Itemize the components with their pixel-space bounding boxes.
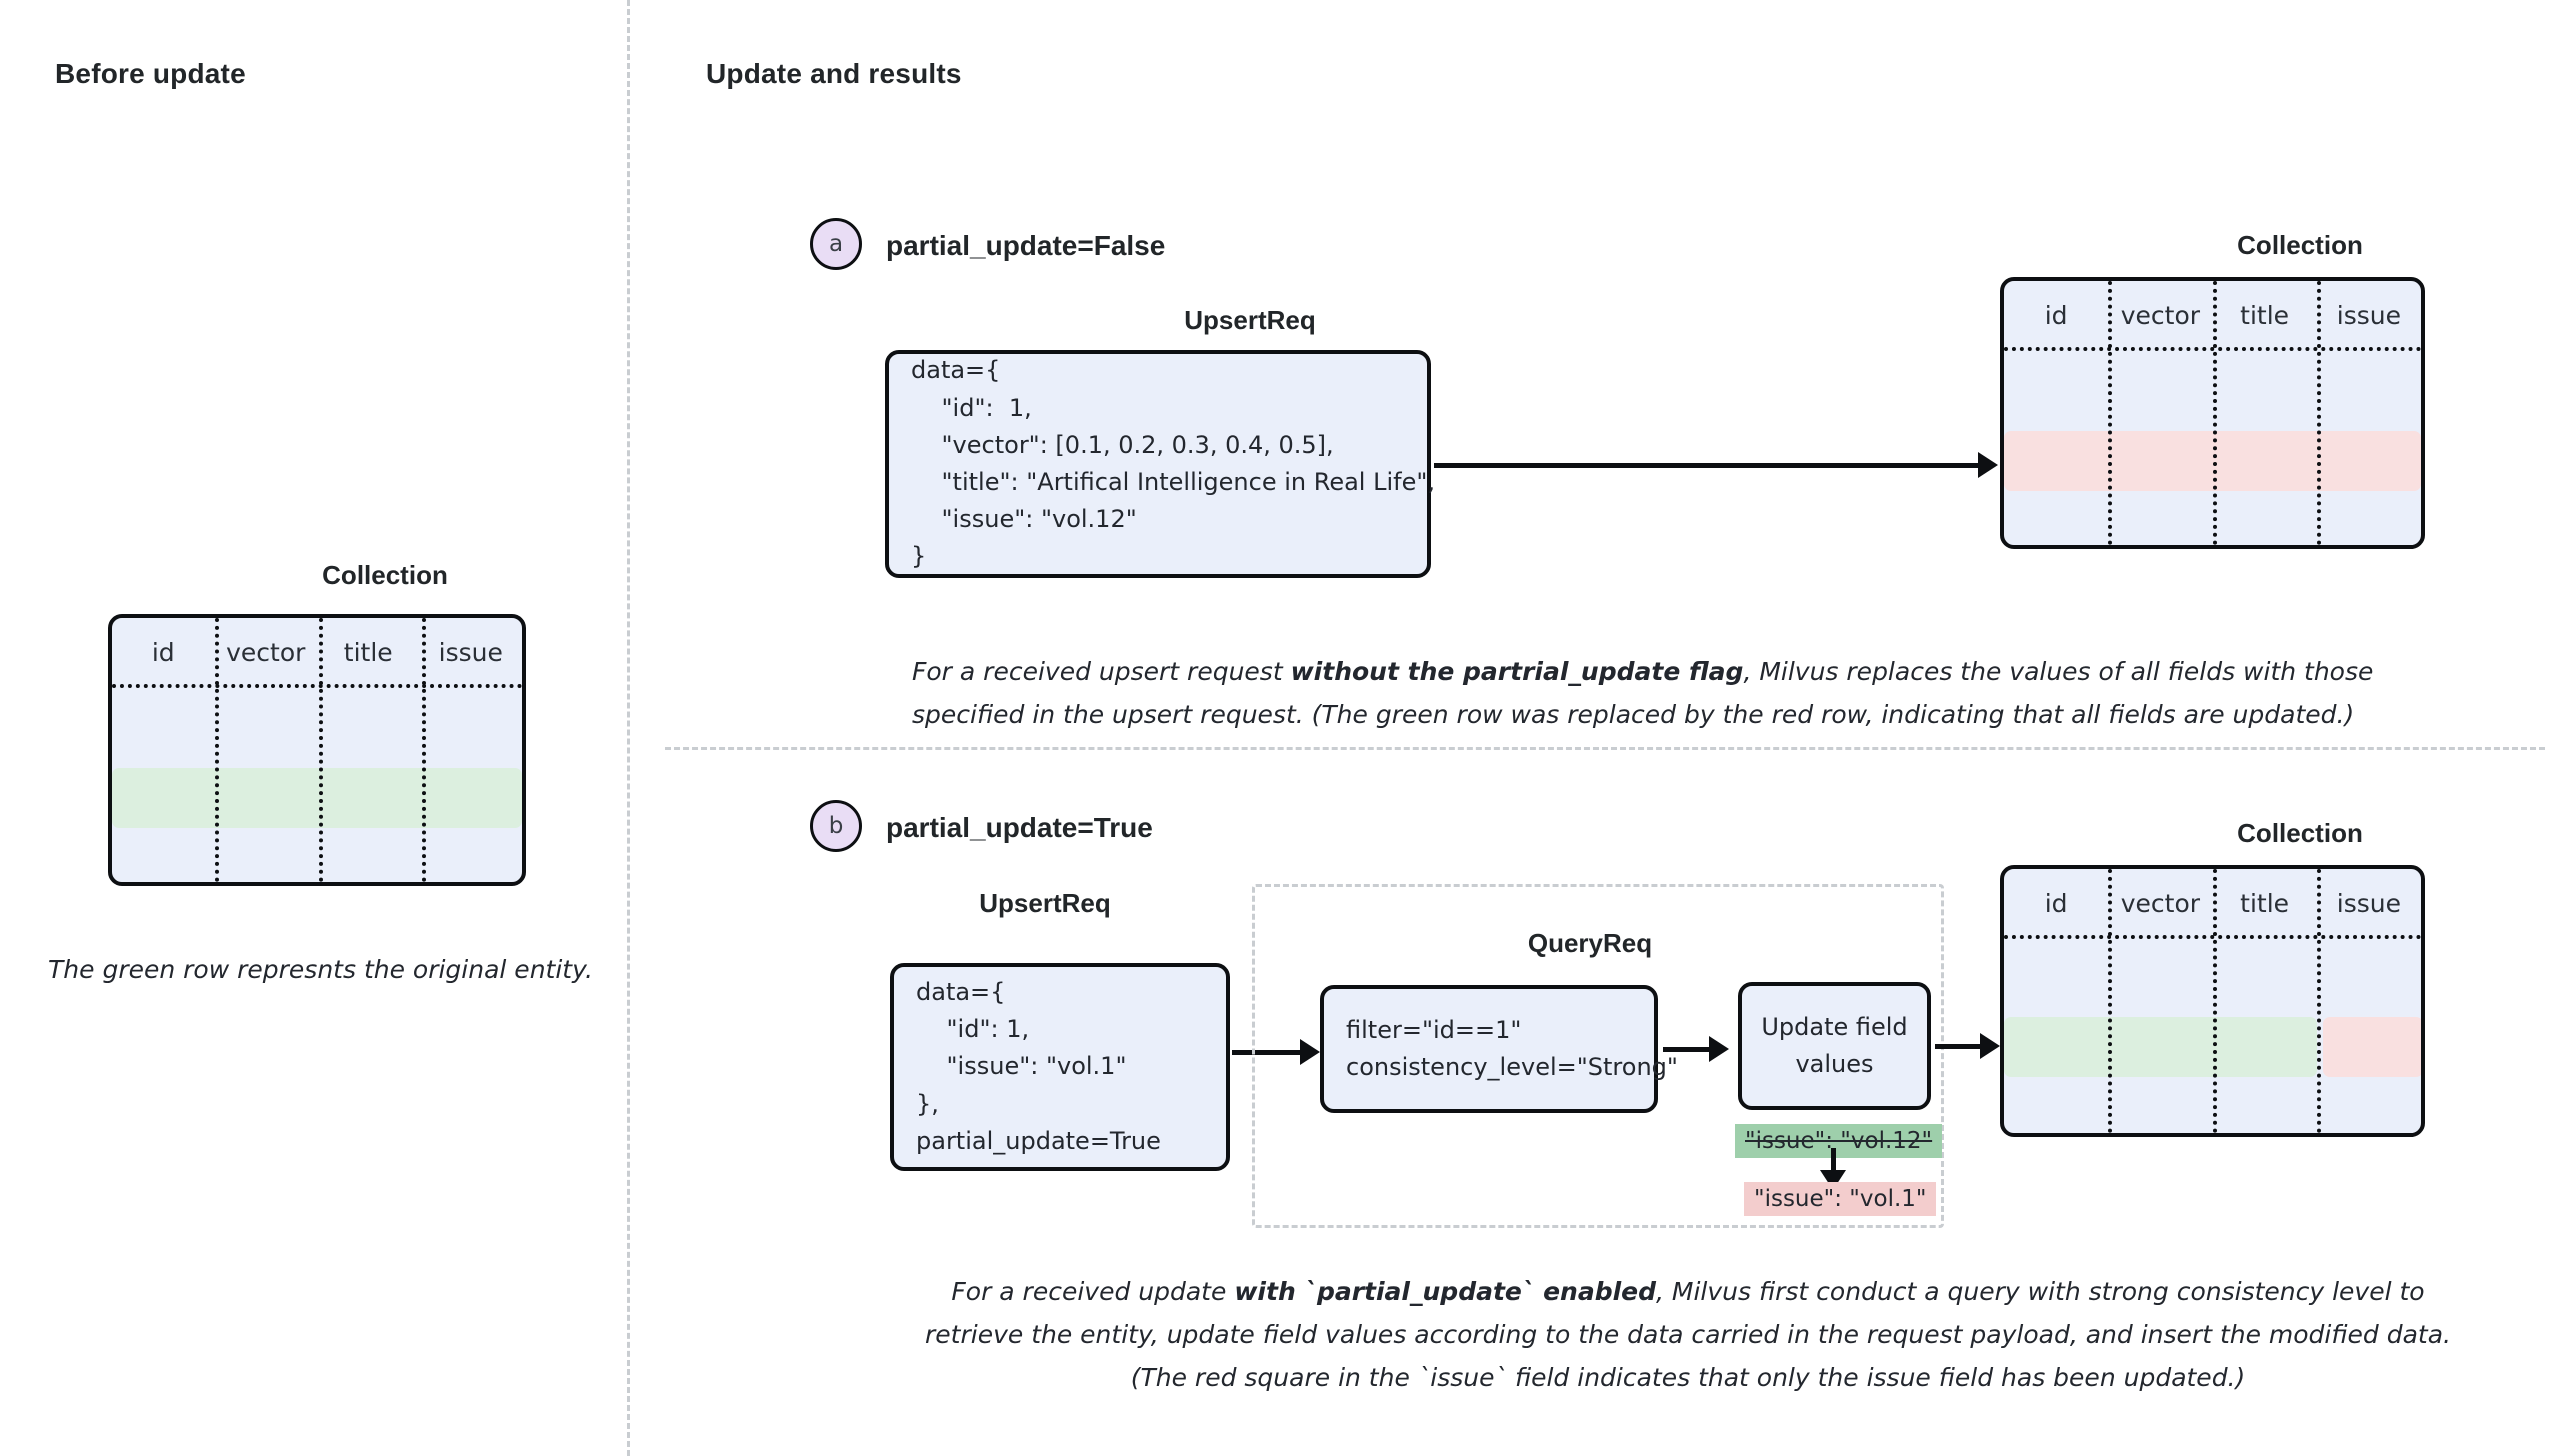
section-b-arrow3-head [1980, 1033, 2000, 1059]
header-rule [112, 684, 522, 688]
left-collection-table: id vector title issue [108, 614, 526, 886]
section-b-collection-header-row: id vector title issue [2004, 889, 2421, 918]
section-b-caption: For a received update with `partial_upda… [908, 1270, 2468, 1399]
section-b-collection-table: id vector title issue [2000, 865, 2425, 1137]
column-header-id: id [2044, 889, 2068, 918]
column-header-title: title [2240, 889, 2290, 918]
column-header-vector: vector [2120, 301, 2201, 330]
column-header-issue: issue [438, 638, 503, 667]
section-b-chip-old-wrap: "issue": "vol.12" [1735, 1124, 1943, 1158]
section-a-arrow-head [1978, 452, 1998, 478]
section-b-query-title: QueryReq [1527, 928, 1653, 958]
section-b-query-box: filter="id==1" consistency_level="Strong… [1320, 985, 1678, 1113]
section-b-upsert-code: data={ "id": 1, "issue": "vol.1" }, part… [916, 978, 1161, 1155]
column-header-issue: issue [2336, 889, 2401, 918]
chip-transition-arrow-line [1831, 1148, 1836, 1176]
section-b-upsert-title: UpsertReq [979, 888, 1111, 918]
left-panel-heading: Before update [55, 58, 246, 89]
header-rule [2004, 347, 2421, 351]
left-panel-note: The green row represnts the original ent… [48, 955, 593, 984]
section-b-upsert-box: data={ "id": 1, "issue": "vol.1" }, part… [890, 963, 1230, 1171]
section-a-collection-title: Collection [2237, 230, 2363, 260]
section-b-arrow3-line [1935, 1044, 1983, 1049]
column-divider-2 [2213, 869, 2217, 1133]
left-collection-header-row: id vector title issue [112, 638, 522, 667]
column-header-vector: vector [2120, 889, 2201, 918]
section-b-arrow2-line [1663, 1047, 1711, 1052]
column-header-vector: vector [226, 638, 306, 667]
header-rule [2004, 935, 2421, 939]
vertical-divider [627, 0, 630, 1456]
update-box-line1: Update field [1761, 1012, 1908, 1041]
section-a-red-row [2004, 431, 2421, 491]
section-a-upsert-title: UpsertReq [1184, 305, 1316, 335]
section-b-arrow1-line [1232, 1050, 1302, 1055]
column-divider-3 [2317, 869, 2321, 1133]
column-divider-1 [2108, 869, 2112, 1133]
section-b-caption-bold: with `partial_update` enabled [1234, 1277, 1657, 1306]
column-header-title: title [343, 638, 393, 667]
section-a-badge: a [810, 218, 862, 270]
column-header-id: id [2044, 301, 2068, 330]
right-panel-heading: Update and results [706, 58, 962, 89]
column-divider-1 [2108, 281, 2112, 545]
section-a-caption-pre: For a received upsert request [912, 657, 1291, 686]
section-a-collection-header-row: id vector title issue [2004, 301, 2421, 330]
column-header-title: title [2240, 301, 2290, 330]
section-a-collection-table: id vector title issue [2000, 277, 2425, 549]
section-b-caption-pre: For a received update [951, 1277, 1235, 1306]
column-header-id: id [151, 638, 175, 667]
section-a-caption: For a received upsert request without th… [912, 650, 2412, 736]
section-b-update-box: Update field values [1738, 982, 1931, 1110]
column-divider-2 [319, 618, 323, 882]
left-collection-green-row [112, 768, 522, 828]
horizontal-divider [665, 747, 2545, 750]
chip-new-issue: "issue": "vol.1" [1744, 1182, 1937, 1216]
section-a-title: partial_update=False [886, 230, 1166, 261]
column-divider-3 [2317, 281, 2321, 545]
section-b-query-code: filter="id==1" consistency_level="Strong… [1346, 1015, 1678, 1081]
section-a-upsert-box: data={ "id": 1, "vector": [0.1, 0.2, 0.3… [885, 350, 1435, 578]
left-collection-title: Collection [322, 560, 448, 590]
column-header-issue: issue [2336, 301, 2401, 330]
section-b-red-issue-cell [2323, 1017, 2421, 1077]
query-group-container [1252, 884, 1944, 1228]
section-a-arrow-line [1434, 463, 1980, 468]
section-b-arrow2-head [1709, 1036, 1729, 1062]
section-b-badge: b [810, 800, 862, 852]
chip-old-issue: "issue": "vol.12" [1735, 1124, 1943, 1158]
section-b-caption-post: , Milvus first conduct a query with stro… [925, 1277, 2451, 1392]
section-b-title: partial_update=True [886, 812, 1153, 843]
section-b-arrow1-head [1300, 1039, 1320, 1065]
section-b-update-box-text: Update field values [1742, 1009, 1927, 1083]
column-divider-1 [215, 618, 219, 882]
column-divider-3 [422, 618, 426, 882]
section-a-caption-post: , Milvus replaces the values of all fiel… [912, 657, 2374, 729]
section-a-upsert-code: data={ "id": 1, "vector": [0.1, 0.2, 0.3… [911, 356, 1436, 571]
column-divider-2 [2213, 281, 2217, 545]
section-b-collection-title: Collection [2237, 818, 2363, 848]
section-a-caption-bold: without the partrial_update flag [1290, 657, 1744, 686]
update-box-line2: values [1795, 1050, 1874, 1078]
section-b-chip-new-wrap: "issue": "vol.1" [1744, 1182, 1937, 1216]
section-b-green-partial-row [2004, 1017, 2317, 1077]
